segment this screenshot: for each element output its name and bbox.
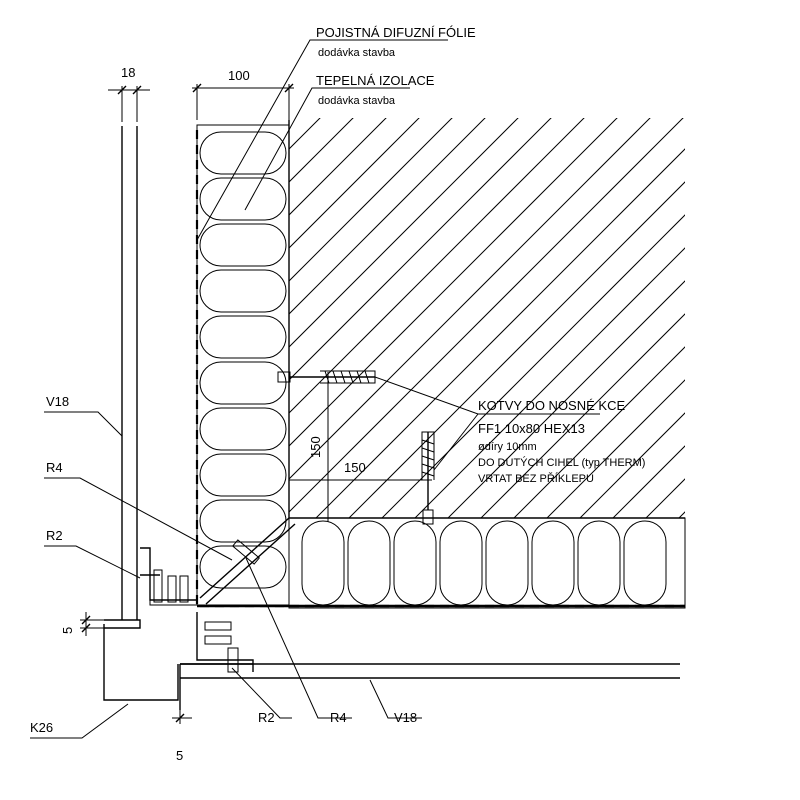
svg-text:dodávka stavba: dodávka stavba bbox=[318, 95, 396, 107]
svg-text:V18: V18 bbox=[394, 710, 417, 725]
svg-text:5: 5 bbox=[60, 627, 75, 634]
label-anchors: KOTVY DO NOSNÉ KCE FF1 10x80 HEX13 ødíry… bbox=[374, 376, 645, 485]
label-r4-left: R4 bbox=[44, 460, 233, 561]
bracket-r4-diagonal bbox=[199, 517, 296, 605]
dimension-150-horizontal: 150 bbox=[288, 460, 432, 484]
svg-text:FF1 10x80 HEX13: FF1 10x80 HEX13 bbox=[478, 421, 585, 436]
svg-text:100: 100 bbox=[228, 68, 250, 83]
svg-text:DO DUTÝCH CIHEL (typ THERM): DO DUTÝCH CIHEL (typ THERM) bbox=[478, 456, 645, 469]
anchor-vertical bbox=[421, 431, 435, 525]
svg-text:5: 5 bbox=[176, 748, 183, 763]
dimension-5-left: 5 bbox=[60, 612, 140, 636]
label-r2-bottom: R2 bbox=[231, 667, 292, 725]
label-r4-bottom: R4 bbox=[245, 557, 352, 725]
dimension-5-bottom: 5 bbox=[172, 700, 192, 763]
cladding-panel-bottom bbox=[179, 663, 680, 710]
label-r2-left: R2 bbox=[44, 528, 141, 579]
masonry-wall-hatch bbox=[289, 118, 685, 518]
svg-text:ødíry 10mm: ødíry 10mm bbox=[478, 441, 537, 453]
bracket-r2-lower bbox=[180, 612, 254, 673]
cladding-panel-left bbox=[104, 126, 141, 629]
label-k26: K26 bbox=[30, 703, 129, 739]
svg-text:V18: V18 bbox=[46, 394, 69, 409]
horizontal-insulation bbox=[288, 517, 686, 609]
bracket-r2-upper bbox=[140, 547, 198, 606]
svg-text:R2: R2 bbox=[46, 528, 63, 543]
svg-text:R4: R4 bbox=[330, 710, 347, 725]
svg-text:KOTVY DO NOSNÉ KCE: KOTVY DO NOSNÉ KCE bbox=[478, 398, 625, 413]
svg-text:18: 18 bbox=[121, 65, 135, 80]
dimension-100: 100 bbox=[192, 68, 294, 120]
label-foil: POJISTNÁ DIFUZNÍ FÓLIE dodávka stavba bbox=[196, 25, 476, 241]
dimension-18: 18 bbox=[108, 65, 150, 122]
dimension-150-vertical: 150 bbox=[290, 372, 332, 522]
vertical-insulation bbox=[196, 124, 290, 606]
label-v18-left: V18 bbox=[44, 394, 123, 437]
svg-text:150: 150 bbox=[308, 436, 323, 458]
svg-text:TEPELNÁ IZOLACE: TEPELNÁ IZOLACE bbox=[316, 73, 435, 88]
k26-corner-profile bbox=[103, 624, 179, 701]
svg-text:150: 150 bbox=[344, 460, 366, 475]
svg-text:POJISTNÁ DIFUZNÍ FÓLIE: POJISTNÁ DIFUZNÍ FÓLIE bbox=[316, 25, 476, 40]
svg-text:K26: K26 bbox=[30, 720, 53, 735]
label-insulation: TEPELNÁ IZOLACE dodávka stavba bbox=[244, 73, 435, 211]
svg-text:dodávka stavba: dodávka stavba bbox=[318, 47, 396, 59]
svg-text:R4: R4 bbox=[46, 460, 63, 475]
svg-text:R2: R2 bbox=[258, 710, 275, 725]
label-v18-bottom: V18 bbox=[369, 679, 422, 725]
svg-text:VRTAT BEZ PŘÍKLEPU: VRTAT BEZ PŘÍKLEPU bbox=[478, 472, 594, 485]
